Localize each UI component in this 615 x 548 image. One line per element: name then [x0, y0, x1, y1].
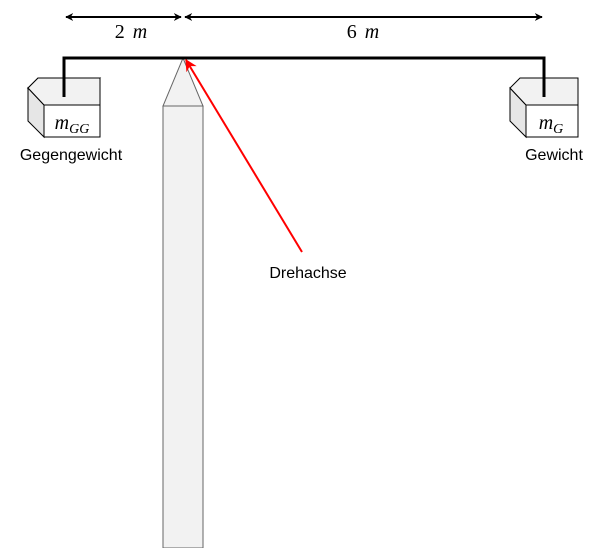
weight-box: mG	[509, 58, 579, 139]
counterweight-box: mGG	[26, 58, 102, 139]
counterweight-mass-symbol: mGG	[55, 112, 90, 137]
counterweight-label: Gegengewicht	[20, 147, 123, 164]
pivot-label: Drehachse	[269, 265, 346, 282]
tower	[162, 56, 204, 548]
pivot-pointer-arrow	[185, 58, 303, 253]
left-arm-length-label: 2 m	[115, 21, 147, 43]
weight-mass-symbol: mG	[539, 112, 564, 137]
weight-box-front	[525, 104, 579, 138]
weight-label: Gewicht	[525, 147, 583, 164]
lever-beam	[62, 56, 546, 97]
counterweight-box-front	[43, 104, 101, 138]
tower-tip	[162, 56, 204, 107]
tower-shaft	[162, 105, 204, 548]
right-arm-length-label: 6 m	[347, 21, 379, 43]
